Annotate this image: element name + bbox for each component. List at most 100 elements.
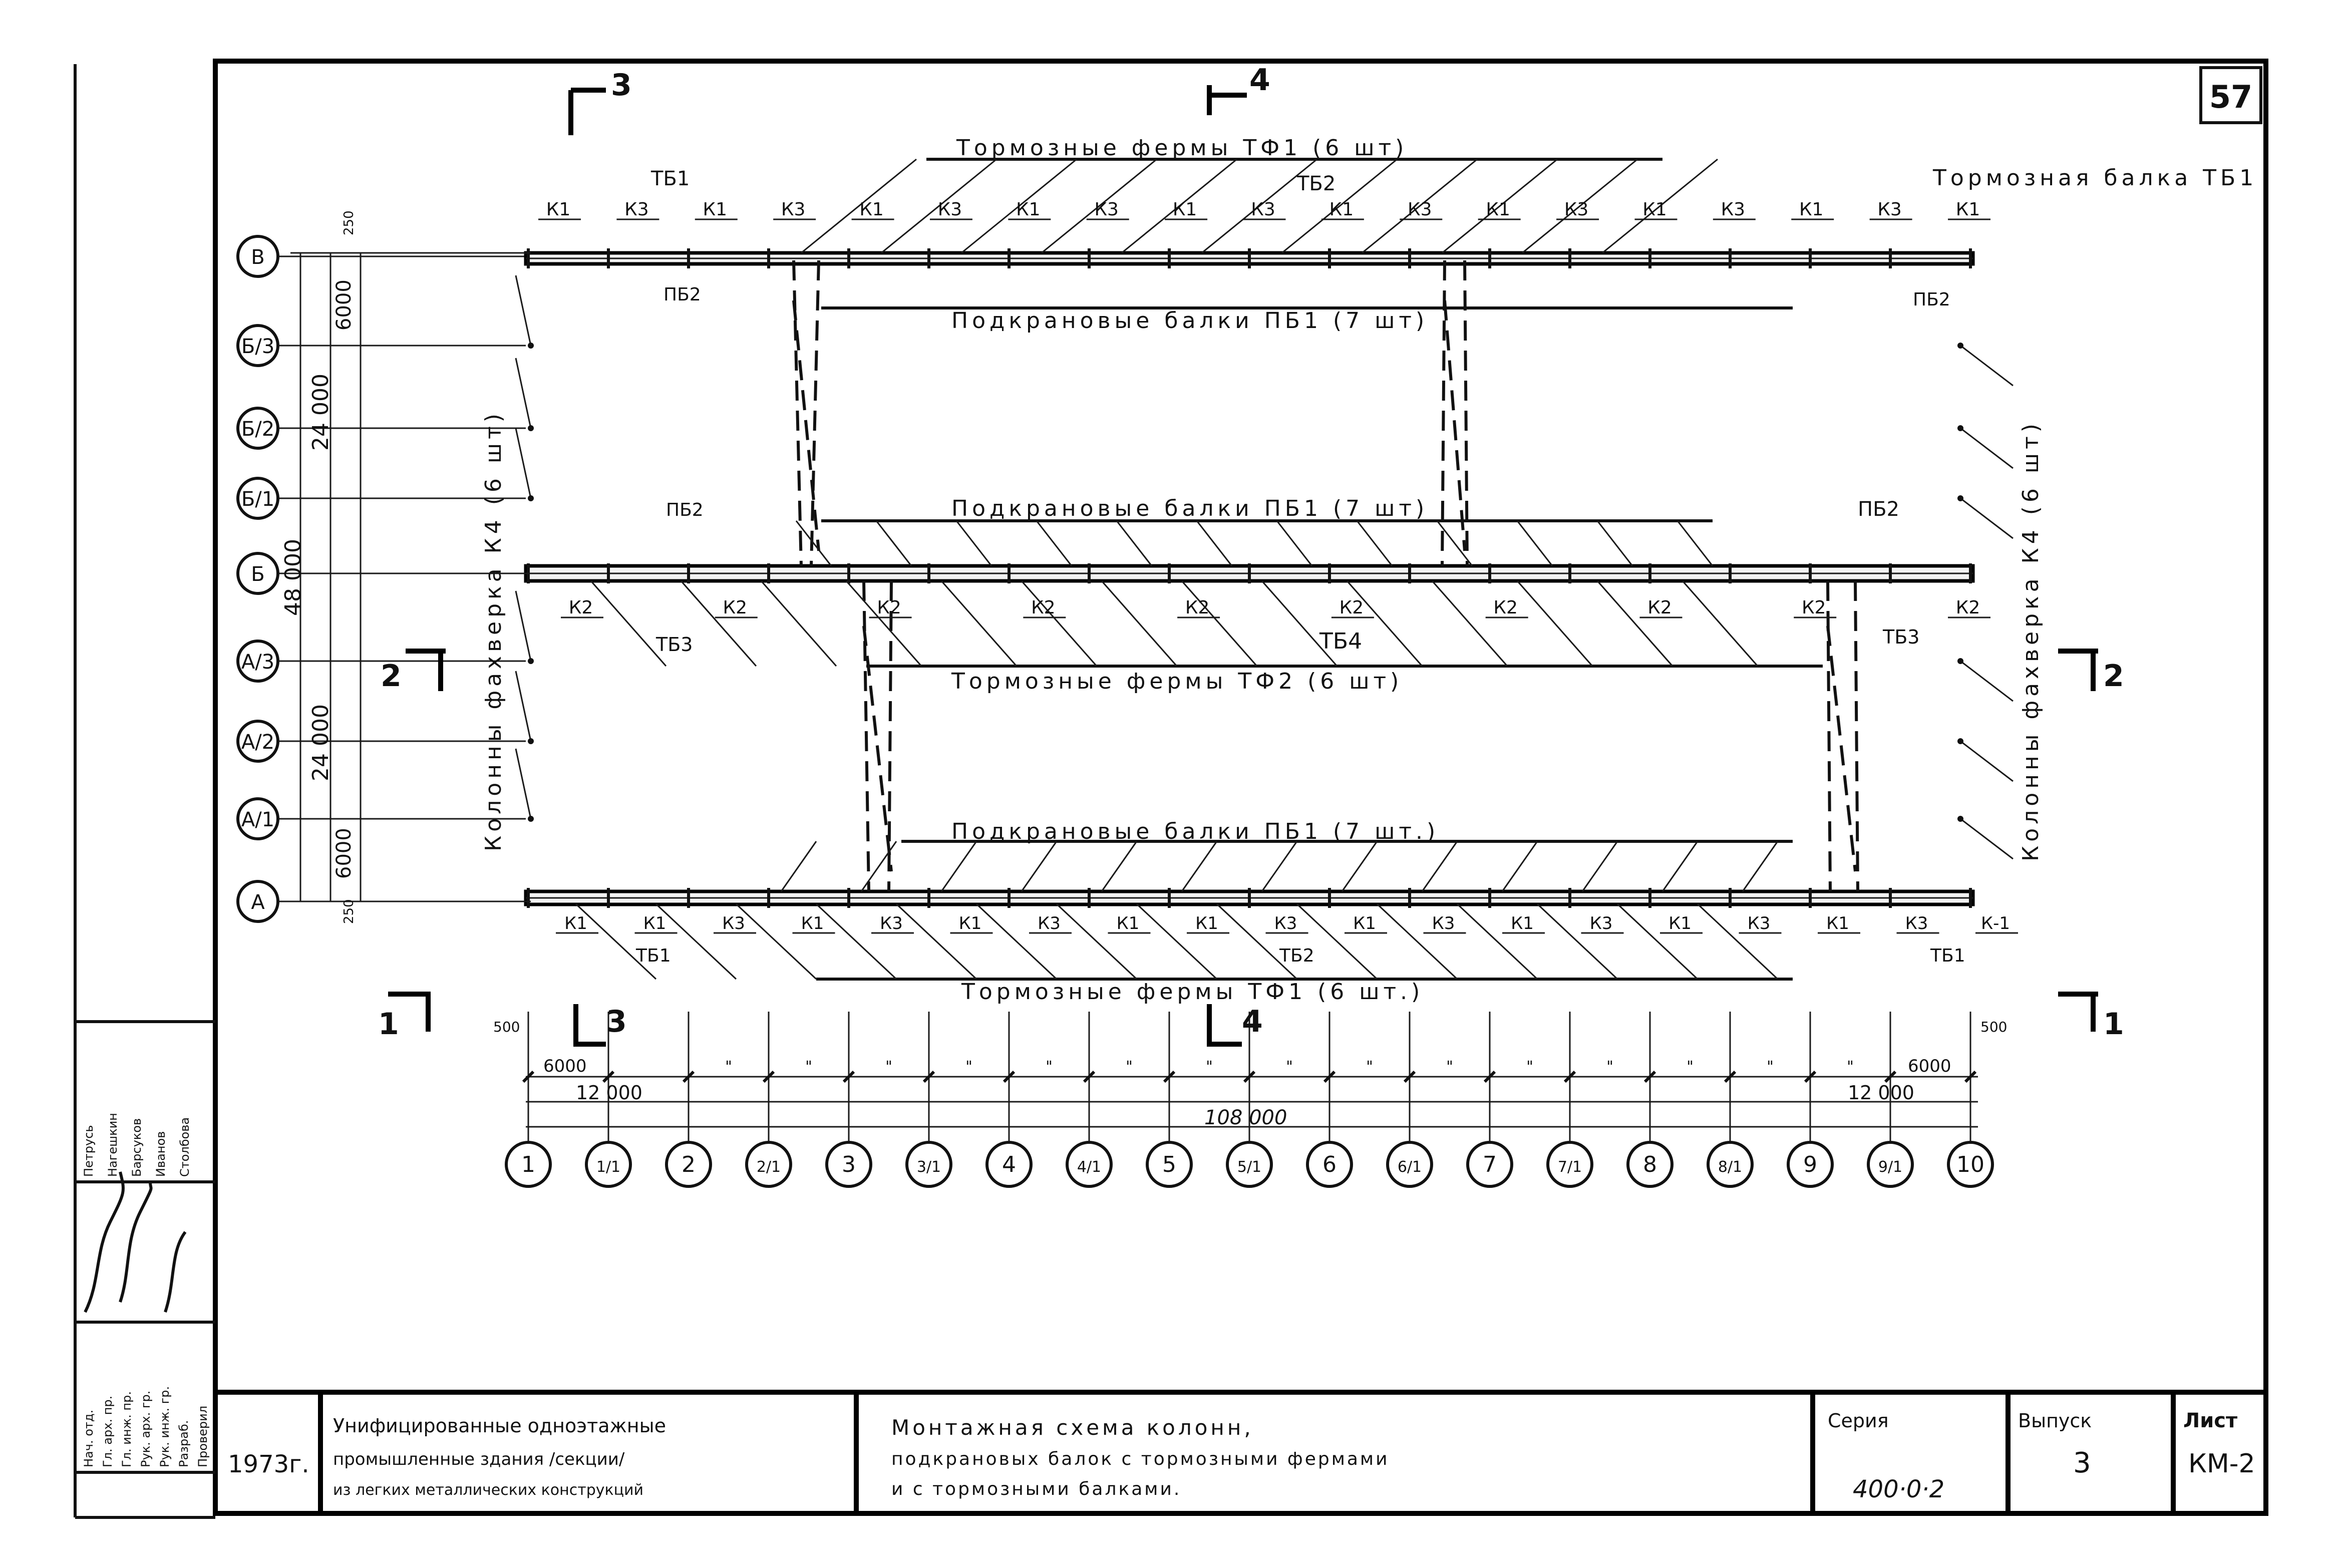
column-axis-bubble	[1066, 1141, 1113, 1188]
column-axis-label: 4	[1002, 1152, 1016, 1177]
dimension-tick	[1163, 1070, 1176, 1083]
mark-tb1-top: ТБ1	[650, 167, 690, 190]
truss-diagonal	[1742, 841, 1779, 892]
column-mark: К1	[1173, 199, 1197, 220]
truss-diagonal	[1116, 520, 1153, 566]
dimension-ditto: "	[1687, 1058, 1694, 1076]
truss-diagonal	[1501, 841, 1538, 892]
fachwerk-column-point	[1957, 343, 1963, 349]
column-axis-label: 8	[1643, 1152, 1657, 1177]
truss-diagonal	[1276, 520, 1313, 566]
column-mark: К1	[1486, 199, 1510, 220]
fachwerk-column-point	[1957, 738, 1963, 744]
column-mark: К1	[1016, 199, 1040, 220]
dimension-tick	[1243, 1070, 1256, 1083]
row-axis-label: А/2	[241, 731, 274, 754]
column-axis-bubble	[1546, 1141, 1593, 1188]
fachwerk-column-point	[1957, 495, 1963, 501]
fachwerk-column-leader	[1960, 740, 2014, 782]
stamp-role: Проверил	[196, 1406, 210, 1467]
column-mark: К1	[959, 913, 982, 933]
column-mark: К1	[1642, 199, 1666, 220]
sheet-number: 57	[2209, 79, 2252, 115]
section-markers	[388, 85, 2098, 1047]
truss-diagonal	[1201, 158, 1317, 254]
dimension-tick	[1003, 1070, 1016, 1083]
dimension-ditto: "	[965, 1058, 972, 1076]
row-axis-bubble	[236, 477, 279, 520]
truss-diagonal	[1136, 903, 1218, 980]
column-mark: К3	[1274, 913, 1297, 933]
truss-diagonal	[1356, 520, 1393, 566]
dimension-ditto: "	[1046, 1058, 1053, 1076]
fachwerk-column-point	[1957, 658, 1963, 664]
mark-tb2-top: ТБ2	[1296, 172, 1336, 195]
stamp-role: Рук. арх. гр.	[139, 1391, 153, 1467]
truss-diagonal	[680, 580, 757, 667]
column-mark: К1	[564, 913, 587, 933]
stamp-role: Нач. отд.	[82, 1410, 96, 1467]
truss-diagonal	[1602, 158, 1718, 254]
truss-diagonal	[795, 520, 832, 566]
dim-left-48000: 48 000	[280, 539, 306, 616]
truss-diagonal	[655, 903, 737, 980]
stamp-sheet-value: КМ-2	[2188, 1449, 2255, 1479]
fachwerk-column-point	[528, 425, 534, 431]
column-mark: К3	[1408, 199, 1432, 220]
stamp-series-label: Серия	[1828, 1410, 1889, 1432]
column-axis-label: 2/1	[757, 1158, 781, 1176]
column-axis-label: 7	[1483, 1152, 1497, 1177]
column-mark: К1	[703, 199, 727, 220]
fachwerk-column-leader	[515, 748, 532, 819]
stamp-title-line-3: и с тормозными балками.	[891, 1479, 1181, 1499]
stamp-title-line-1: Монтажная схема колонн,	[891, 1415, 1254, 1440]
column-mark: К3	[1905, 913, 1928, 933]
dimension-ditto: "	[1366, 1058, 1373, 1076]
column-mark: К1	[546, 199, 570, 220]
truss-diagonal	[1421, 841, 1458, 892]
fachwerk-column-point	[528, 343, 534, 349]
dimension-tick	[1643, 1070, 1656, 1083]
truss-diagonal	[1596, 520, 1633, 566]
truss-diagonal	[975, 903, 1058, 980]
stamp-role: Разраб.	[177, 1420, 191, 1467]
mark-pb2-right: ПБ2	[1913, 289, 1950, 310]
columns-label-left: Колонны фахверка К4 (6 шт)	[481, 410, 506, 851]
column-axis-bubble	[1867, 1141, 1914, 1188]
crane-beams-label-3: Подкрановые балки ПБ1 (7 шт.)	[951, 819, 1439, 844]
stamp-role: Рук. инж. гр.	[158, 1386, 172, 1467]
mark-tb2-bottom: ТБ2	[1279, 946, 1314, 966]
truss-diagonal	[940, 580, 1018, 667]
stamp-name: Столбова	[178, 1117, 192, 1177]
crane-beams-label-1: Подкрановые балки ПБ1 (7 шт)	[951, 308, 1428, 334]
title-block	[215, 1390, 2266, 1513]
column-axis-bubble	[1226, 1141, 1273, 1188]
row-axis-label: Б/1	[241, 488, 274, 511]
truss-diagonal	[1181, 841, 1218, 892]
fachwerk-column-point	[1957, 816, 1963, 822]
section-2-left: 2	[381, 659, 402, 694]
top-trusses-label: Тормозные фермы ТФ1 (6 шт)	[956, 135, 1408, 161]
fachwerk-column-point	[528, 658, 534, 664]
column-axis-label: 7/1	[1558, 1158, 1582, 1176]
column-mark: К3	[1094, 199, 1118, 220]
dim-bottom-500-left: 500	[493, 1019, 520, 1035]
column-mark: К3	[624, 199, 648, 220]
column-mark: К3	[1877, 199, 1901, 220]
truss-diagonal	[881, 158, 997, 254]
section-4-top: 4	[1249, 63, 1270, 98]
truss-diagonal	[1522, 158, 1638, 254]
column-axis-bubble	[1306, 1141, 1353, 1188]
truss-diagonal	[1431, 580, 1508, 667]
section-4-bottom: 4	[1242, 1004, 1263, 1039]
dimension-ditto: "	[1847, 1058, 1854, 1076]
column-axis-bubble	[745, 1141, 792, 1188]
columns-label-right: Колонны фахверка К4 (6 шт)	[2018, 420, 2044, 861]
truss-diagonal	[1341, 841, 1378, 892]
truss-diagonal	[1661, 841, 1699, 892]
column-mark: К1	[1117, 913, 1140, 933]
dimension-tick	[522, 1070, 535, 1083]
sheet-frame	[74, 59, 2268, 1519]
